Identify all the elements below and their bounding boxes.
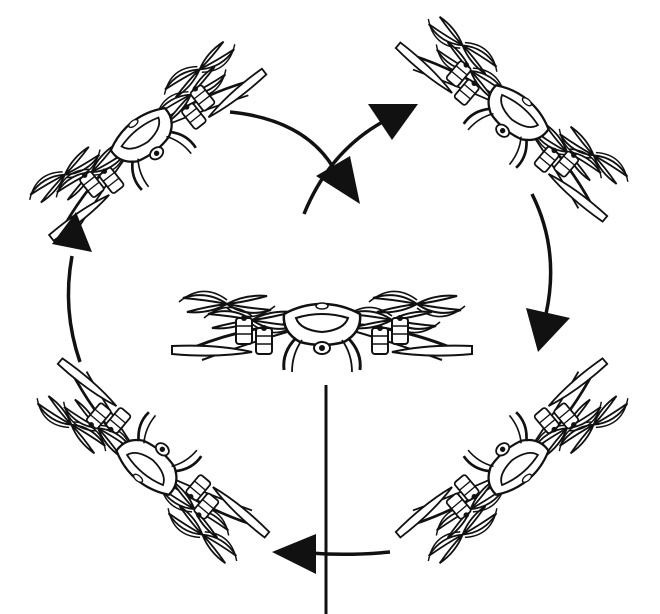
arrow-center-to-top-right	[304, 104, 418, 214]
arrowhead-icon	[272, 534, 316, 574]
drone-icon	[26, 346, 279, 575]
drone-icon	[385, 5, 638, 234]
drone-icon	[172, 291, 472, 372]
drone-top-right	[385, 5, 638, 234]
arrow-top-left-to-center	[230, 112, 360, 204]
drone-icon	[385, 346, 638, 575]
arrowhead-icon	[368, 104, 418, 140]
drone-bottom-right	[385, 346, 638, 575]
drone-center	[172, 291, 472, 372]
arrow-bottom-leftward	[272, 534, 390, 574]
drone-icon	[19, 30, 276, 253]
arrowhead-icon	[526, 308, 570, 352]
drone-top-left	[19, 30, 276, 253]
arrow-right-side-down	[526, 194, 570, 352]
drone-bottom-left	[26, 346, 279, 575]
